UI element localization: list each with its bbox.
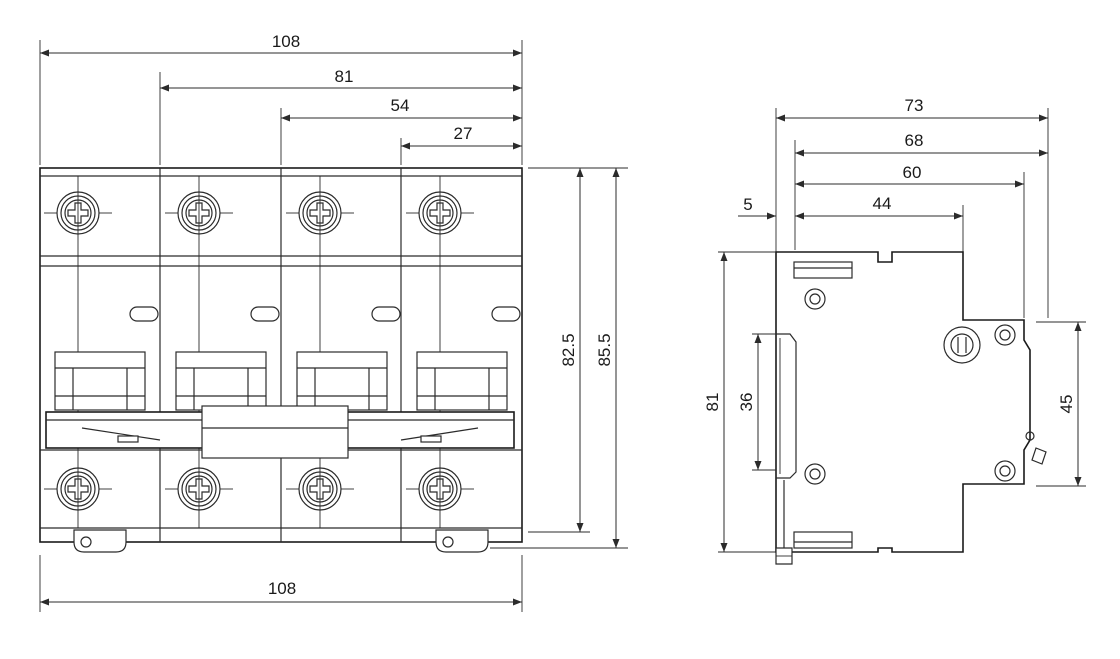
dim-label-5: 5: [743, 195, 752, 214]
dim-label-81-side: 81: [703, 393, 722, 412]
dim-label-60: 60: [903, 163, 922, 182]
lever-side-icon: [1025, 431, 1047, 465]
front-bottom-dimension: 108: [39, 555, 523, 612]
side-fixing-holes: [804, 288, 1047, 485]
dim-label-68: 68: [905, 131, 924, 150]
hole-icon: [994, 460, 1016, 482]
hole-icon: [994, 324, 1016, 346]
dim-label-108-bottom: 108: [268, 579, 296, 598]
bottom-terminals: [44, 467, 474, 511]
side-view: 73 68 60 44 5: [703, 96, 1086, 565]
hole-icon: [804, 288, 826, 310]
side-top-dimensions: 73 68 60 44 5: [738, 96, 1049, 318]
dim-label-108-top: 108: [272, 32, 300, 51]
screw-head-icon: [943, 326, 981, 364]
dim-label-73: 73: [905, 96, 924, 115]
terminal-screw-icon: [165, 467, 233, 511]
hole-icon: [804, 463, 826, 485]
front-top-dimensions: 108 81 54 27: [39, 32, 523, 165]
front-right-dimensions: 82.5 85.5: [490, 167, 628, 549]
dim-label-36: 36: [737, 393, 756, 412]
terminal-screw-icon: [406, 467, 474, 511]
dim-label-44: 44: [873, 194, 892, 213]
terminal-screw-icon: [44, 467, 112, 511]
dim-label-85-5: 85.5: [595, 333, 614, 366]
front-view: 108 81 54 27: [39, 32, 628, 612]
dim-label-82-5: 82.5: [559, 333, 578, 366]
dim-label-54: 54: [391, 96, 410, 115]
indicator-windows: [129, 306, 521, 322]
din-clips: [73, 529, 489, 553]
toggle-levers: [54, 351, 508, 411]
handle-tie-bar: [45, 405, 515, 459]
dim-label-27: 27: [454, 124, 473, 143]
side-right-dimensions: 45: [1036, 321, 1086, 487]
dim-label-81: 81: [335, 67, 354, 86]
side-body: [775, 251, 1031, 565]
terminal-screw-icon: [286, 467, 354, 511]
side-left-dimensions: 81 36: [703, 251, 776, 553]
dim-label-45: 45: [1057, 395, 1076, 414]
